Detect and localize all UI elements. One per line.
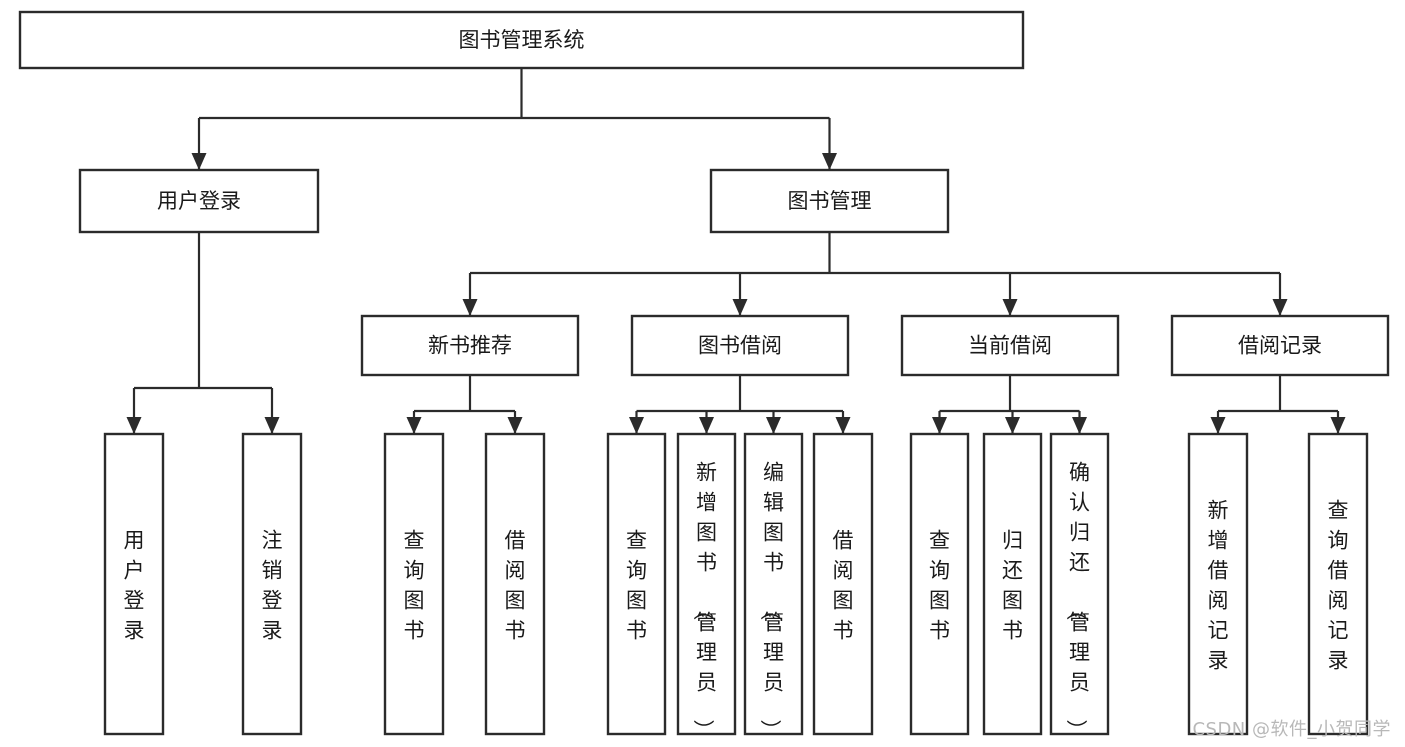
node-leaf-1-注销登录-box	[241, 432, 303, 736]
node-leaf-11-新增借阅记录[interactable]: 新增借阅记录	[1187, 432, 1249, 736]
node-l3-借阅记录-label: 借阅记录	[1238, 334, 1322, 358]
node-leaf-9-归还图书-box	[982, 432, 1043, 736]
node-l3-当前借阅-box	[900, 314, 1120, 377]
node-root-图书管理系统-box	[18, 10, 1025, 70]
node-leaf-7-借阅图书-box	[812, 432, 874, 736]
node-leaf-3-借阅图书-label: 借阅图书	[505, 528, 526, 642]
arrow-head	[835, 417, 851, 434]
node-leaf-11-新增借阅记录-label: 新增借阅记录	[1208, 498, 1229, 672]
node-leaf-5-新增图书管理员[interactable]: 新增图书（管理员）	[676, 432, 737, 740]
node-leaf-4-查询图书-box	[606, 432, 667, 736]
node-l3-图书借阅[interactable]: 图书借阅	[630, 314, 850, 377]
arrow-head	[766, 417, 781, 434]
node-l3-借阅记录-box	[1170, 314, 1390, 377]
arrow-head	[507, 417, 523, 434]
node-leaf-6-编辑图书管理员-label: 编辑图书（管理员）	[758, 460, 784, 740]
arrow-head	[462, 299, 478, 316]
arrow-head	[1005, 417, 1020, 434]
arrow-head	[932, 417, 947, 434]
node-leaf-6-编辑图书管理员[interactable]: 编辑图书（管理员）	[743, 432, 804, 740]
node-l3-借阅记录[interactable]: 借阅记录	[1170, 314, 1390, 377]
arrow-head	[629, 417, 644, 434]
node-leaf-3-借阅图书[interactable]: 借阅图书	[484, 432, 546, 736]
node-leaf-12-查询借阅记录-label: 查询借阅记录	[1328, 498, 1349, 672]
node-l2-图书管理[interactable]: 图书管理	[709, 168, 950, 234]
node-leaf-0-用户登录[interactable]: 用户登录	[103, 432, 165, 736]
node-leaf-10-确认归还管理员[interactable]: 确认归还（管理员）	[1049, 432, 1110, 740]
node-leaf-8-查询图书-box	[909, 432, 970, 736]
node-leaf-8-查询图书[interactable]: 查询图书	[909, 432, 970, 736]
connector-layer	[126, 68, 1346, 434]
node-leaf-6-编辑图书管理员-box	[743, 432, 804, 736]
arrow-head	[1002, 299, 1018, 316]
arrow-head	[1330, 417, 1346, 434]
node-leaf-2-查询图书-label: 查询图书	[404, 528, 425, 642]
node-leaf-4-查询图书-label: 查询图书	[626, 528, 647, 642]
node-leaf-9-归还图书-label: 归还图书	[1002, 528, 1023, 642]
node-leaf-9-归还图书[interactable]: 归还图书	[982, 432, 1043, 736]
node-root-图书管理系统[interactable]: 图书管理系统	[18, 10, 1025, 70]
node-leaf-1-注销登录[interactable]: 注销登录	[241, 432, 303, 736]
node-leaf-2-查询图书-box	[383, 432, 445, 736]
node-leaf-5-新增图书管理员-box	[676, 432, 737, 736]
arrow-head	[1072, 417, 1087, 434]
arrow-head	[406, 417, 422, 434]
node-leaf-0-用户登录-label: 用户登录	[124, 528, 145, 642]
arrow-head	[191, 153, 207, 170]
node-leaf-12-查询借阅记录[interactable]: 查询借阅记录	[1307, 432, 1369, 736]
node-leaf-1-注销登录-label: 注销登录	[262, 528, 283, 642]
node-l3-图书借阅-box	[630, 314, 850, 377]
node-root-图书管理系统-label: 图书管理系统	[459, 28, 585, 52]
watermark-text: CSDN @软件_小贺同学	[1192, 719, 1391, 740]
node-leaf-8-查询图书-label: 查询图书	[929, 528, 950, 642]
node-leaf-7-借阅图书-label: 借阅图书	[833, 528, 854, 642]
node-l2-用户登录[interactable]: 用户登录	[78, 168, 320, 234]
arrow-head	[126, 417, 142, 434]
node-l3-图书借阅-label: 图书借阅	[698, 334, 782, 358]
arrow-head	[1272, 299, 1288, 316]
node-leaf-0-用户登录-box	[103, 432, 165, 736]
node-l3-当前借阅[interactable]: 当前借阅	[900, 314, 1120, 377]
node-l3-当前借阅-label: 当前借阅	[968, 334, 1052, 358]
node-layer: 图书管理系统用户登录图书管理新书推荐图书借阅当前借阅借阅记录用户登录注销登录查询…	[18, 10, 1390, 740]
node-leaf-11-新增借阅记录-box	[1187, 432, 1249, 736]
arrow-head	[699, 417, 714, 434]
node-leaf-2-查询图书[interactable]: 查询图书	[383, 432, 445, 736]
node-leaf-5-新增图书管理员-label: 新增图书（管理员）	[691, 460, 717, 740]
node-l2-用户登录-box	[78, 168, 320, 234]
node-leaf-10-确认归还管理员-label: 确认归还（管理员）	[1064, 460, 1090, 740]
node-l2-图书管理-box	[709, 168, 950, 234]
node-leaf-4-查询图书[interactable]: 查询图书	[606, 432, 667, 736]
arrow-head	[1210, 417, 1226, 434]
node-leaf-7-借阅图书[interactable]: 借阅图书	[812, 432, 874, 736]
arrow-head	[264, 417, 280, 434]
node-l3-新书推荐-label: 新书推荐	[428, 334, 512, 358]
arrow-head	[822, 153, 837, 170]
node-l2-图书管理-label: 图书管理	[788, 189, 872, 213]
node-leaf-12-查询借阅记录-box	[1307, 432, 1369, 736]
node-l2-用户登录-label: 用户登录	[157, 189, 241, 213]
node-leaf-10-确认归还管理员-box	[1049, 432, 1110, 736]
node-l3-新书推荐-box	[360, 314, 580, 377]
arrow-head	[732, 299, 748, 316]
node-l3-新书推荐[interactable]: 新书推荐	[360, 314, 580, 377]
node-leaf-3-借阅图书-box	[484, 432, 546, 736]
